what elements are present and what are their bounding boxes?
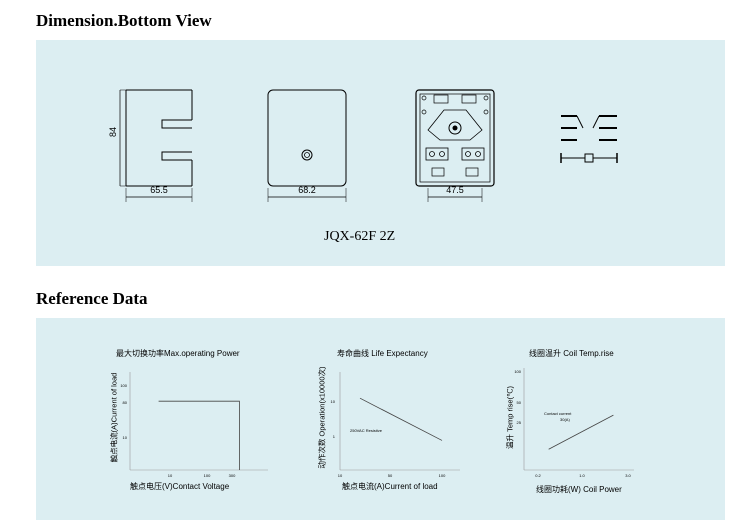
dimension-panel bbox=[36, 40, 725, 266]
pin-spacing-dimension: 47.5 bbox=[446, 185, 464, 195]
back-width-dimension: 68.2 bbox=[298, 185, 316, 195]
temp-chart-xlabel: 线圈功耗(W) Coil Power bbox=[536, 485, 622, 494]
temp-chart: 100 50 25 0.2 1.0 3.0 Contact current 30… bbox=[514, 368, 634, 478]
life-xtick: 10 bbox=[338, 473, 343, 478]
power-xtick: 10 bbox=[168, 473, 173, 478]
life-ytick: 10 bbox=[331, 399, 336, 404]
temp-xtick: 0.2 bbox=[535, 473, 541, 478]
temp-ytick: 50 bbox=[517, 400, 522, 405]
life-chart-title: 寿命曲线 Life Expectancy bbox=[337, 349, 428, 358]
life-xtick: 50 bbox=[388, 473, 393, 478]
side-width-dimension: 65.5 bbox=[150, 185, 168, 195]
back-view-drawing: 68.2 bbox=[267, 89, 347, 202]
temp-chart-annotation: Contact current bbox=[544, 411, 572, 416]
wiring-schematic-icon bbox=[560, 115, 618, 163]
height-dimension: 84 bbox=[108, 127, 118, 137]
power-chart-ylabel: 触点电流(A)Current of load bbox=[109, 372, 119, 463]
life-chart-annotation: 250VAC Resistive bbox=[350, 428, 383, 433]
power-chart: 100 80 10 10 100 300 bbox=[120, 372, 268, 478]
temp-xtick: 3.0 bbox=[625, 473, 631, 478]
life-ytick: 1 bbox=[333, 434, 336, 439]
power-chart-xlabel: 触点电压(V)Contact Voltage bbox=[130, 482, 230, 491]
temp-xtick: 1.0 bbox=[579, 473, 585, 478]
power-ytick: 80 bbox=[123, 400, 128, 405]
life-xtick: 100 bbox=[439, 473, 446, 478]
power-chart-title: 最大切换功率Max.operating Power bbox=[116, 349, 240, 358]
reference-panel bbox=[36, 318, 725, 520]
life-chart-ylabel: 动作次数 Operation(x10000次) bbox=[317, 366, 327, 469]
temp-ytick: 25 bbox=[517, 420, 522, 425]
reference-section-title: Reference Data bbox=[36, 289, 148, 308]
life-chart-series-line bbox=[359, 397, 443, 441]
power-xtick: 100 bbox=[204, 473, 211, 478]
power-xtick: 300 bbox=[229, 473, 236, 478]
bottom-view-drawing: 47.5 bbox=[415, 89, 495, 202]
temp-chart-series-line bbox=[548, 414, 614, 450]
power-ytick: 10 bbox=[123, 435, 128, 440]
temp-ytick: 100 bbox=[514, 369, 521, 374]
side-view-drawing: 84 65.5 bbox=[108, 89, 193, 202]
temp-chart-title: 线圈温升 Coil Temp.rise bbox=[529, 349, 614, 358]
dimension-section-title: Dimension.Bottom View bbox=[36, 11, 212, 30]
power-chart-series-line bbox=[158, 400, 240, 470]
model-label: JQX-62F 2Z bbox=[324, 229, 396, 244]
life-chart-xlabel: 触点电流(A)Current of load bbox=[342, 482, 438, 491]
temp-chart-annotation-value: 30(A) bbox=[560, 417, 570, 422]
life-chart: 10 1 10 50 100 250VAC Resistive bbox=[331, 372, 460, 478]
power-ytick: 100 bbox=[120, 383, 127, 388]
